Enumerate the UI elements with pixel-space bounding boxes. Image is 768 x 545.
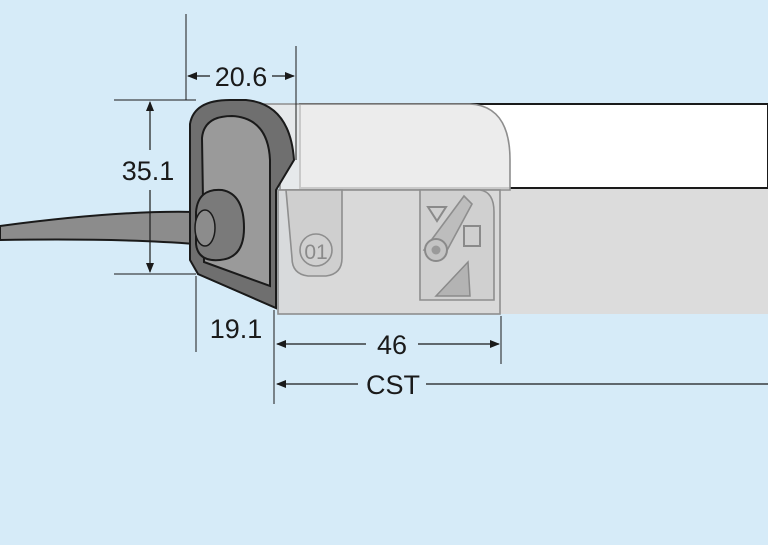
end-cap xyxy=(189,99,296,310)
dim-label-35-1: 35.1 xyxy=(122,156,175,186)
dim-label-cst: CST xyxy=(366,370,420,400)
triangle-up-icon xyxy=(434,260,471,297)
dimension-width-top: 20.6 xyxy=(185,14,297,160)
cable-body xyxy=(0,210,197,246)
cable-gland-inner xyxy=(194,209,216,247)
channel-badge xyxy=(299,233,333,267)
power-cable xyxy=(0,210,197,246)
channel-number: 01 xyxy=(304,241,327,264)
connector-housing: 01 xyxy=(251,103,511,315)
dim-label-20-6: 20.6 xyxy=(215,62,268,92)
triangle-down-icon xyxy=(426,206,448,223)
dim-label-46: 46 xyxy=(377,330,407,360)
dimension-cut-length: CST xyxy=(276,370,768,400)
dimension-connector-length: 46 xyxy=(276,316,502,364)
dimension-endcap-depth: 19.1 xyxy=(195,276,275,404)
dim-label-19-1: 19.1 xyxy=(210,314,263,344)
release-button xyxy=(463,225,481,247)
dimension-height: 35.1 xyxy=(114,99,196,275)
latch-pivot-center xyxy=(431,245,441,255)
